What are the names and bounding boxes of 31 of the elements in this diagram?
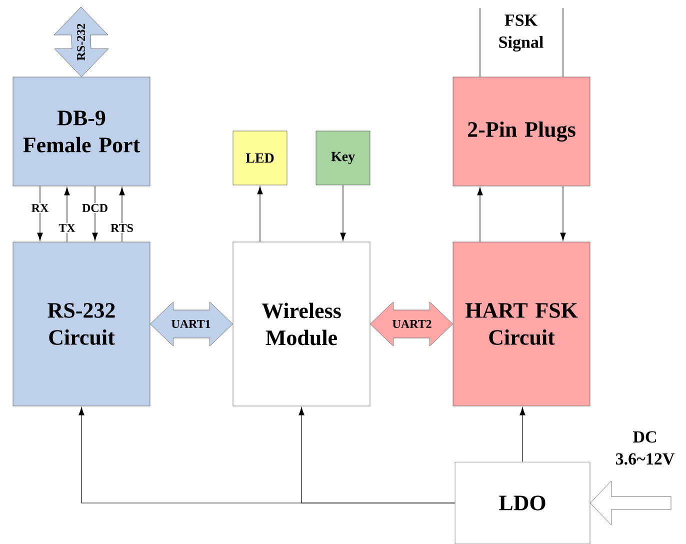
block-arrow xyxy=(370,302,453,346)
process-box: LDO xyxy=(454,462,590,544)
process-box: Wireless Module xyxy=(232,242,370,406)
arrow xyxy=(520,407,526,462)
signal-line xyxy=(562,8,564,78)
arrow xyxy=(477,187,483,242)
arrow xyxy=(92,186,98,241)
arrow xyxy=(560,186,566,241)
edge-label: UART2 xyxy=(392,320,432,328)
arrow xyxy=(257,186,263,242)
block-arrow xyxy=(590,480,672,526)
process-box: DB-9 Female Port xyxy=(12,76,150,186)
process-box: Key xyxy=(316,130,370,186)
edge-label: RX xyxy=(30,203,50,213)
signal-label: FSK Signal xyxy=(499,14,544,52)
block-arrow xyxy=(150,302,233,346)
arrow xyxy=(64,187,70,242)
edge-label: RS-232 xyxy=(76,24,86,60)
process-box: HART FSK Circuit xyxy=(452,242,590,406)
arrow xyxy=(37,186,43,241)
process-box: RS-232 Circuit xyxy=(12,242,150,406)
edge-label: UART1 xyxy=(172,320,210,328)
arrow xyxy=(298,407,456,504)
block-arrow xyxy=(54,6,109,77)
edge-label: DC 3.6~12V xyxy=(616,431,674,465)
arrow xyxy=(340,184,346,241)
edge-label: DCD xyxy=(81,202,109,214)
edge-label: RTS xyxy=(110,222,134,234)
process-box: 2-Pin Plugs xyxy=(452,76,590,186)
edge-label: TX xyxy=(58,223,76,233)
process-box: LED xyxy=(232,130,288,186)
